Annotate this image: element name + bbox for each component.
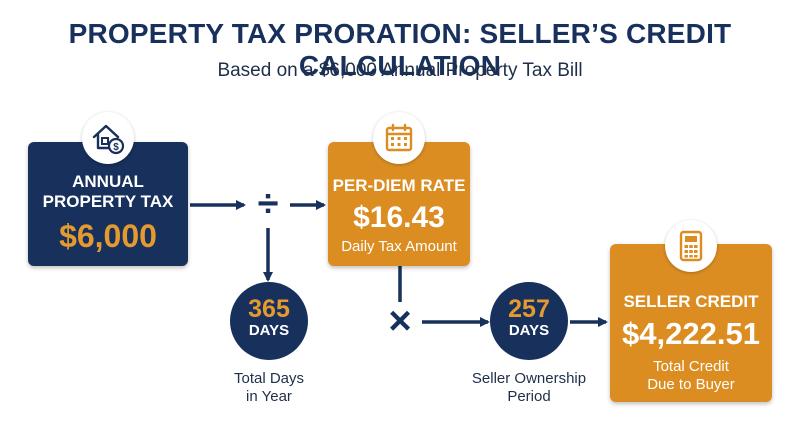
house-dollar-icon: $ <box>92 124 125 155</box>
days-in-year-caption: Total Days in Year <box>200 370 338 406</box>
divide-operator: ÷ <box>257 183 279 225</box>
annual-tax-label-line1: ANNUAL <box>72 172 144 191</box>
days-in-year-caption-line2: in Year <box>246 388 292 405</box>
seller-credit-sub-line2: Due to Buyer <box>647 376 735 393</box>
annual-tax-label-line2: PROPERTY TAX <box>42 192 174 211</box>
ownership-days-caption-line2: Period <box>507 388 551 405</box>
svg-text:$: $ <box>113 142 119 153</box>
calculator-icon <box>679 230 703 262</box>
calendar-icon <box>385 123 413 152</box>
calendar-icon-badge <box>373 112 425 164</box>
days-in-year-caption-line1: Total Days <box>233 370 305 387</box>
annual-tax-value: $6,000 <box>59 218 157 254</box>
per-diem-label: PER-DIEM RATE <box>332 176 466 195</box>
days-in-year-number: 365 <box>248 295 290 323</box>
ownership-days-caption-line1: Seller Ownership <box>471 370 587 387</box>
ownership-days-caption: Seller Ownership Period <box>450 370 608 406</box>
house-dollar-icon-badge: $ <box>82 112 134 164</box>
ownership-days-number: 257 <box>508 295 550 323</box>
multiply-operator: × <box>388 299 412 343</box>
seller-credit-label: SELLER CREDIT <box>623 292 759 311</box>
seller-credit-value: $4,222.51 <box>622 316 760 351</box>
calculator-icon-badge <box>665 220 717 272</box>
page-subtitle: Based on a $6,000 Annual Property Tax Bi… <box>217 60 583 81</box>
ownership-days-unit: DAYS <box>508 322 550 339</box>
days-in-year-unit: DAYS <box>248 322 290 339</box>
days-in-year-circle: 365 DAYS <box>230 282 308 360</box>
seller-credit-sub-line1: Total Credit <box>653 358 729 375</box>
per-diem-sub: Daily Tax Amount <box>341 238 457 255</box>
ownership-days-circle: 257 DAYS <box>490 282 568 360</box>
per-diem-value: $16.43 <box>353 201 445 234</box>
page-title: PROPERTY TAX PRORATION: SELLER’S CREDIT … <box>68 18 732 81</box>
